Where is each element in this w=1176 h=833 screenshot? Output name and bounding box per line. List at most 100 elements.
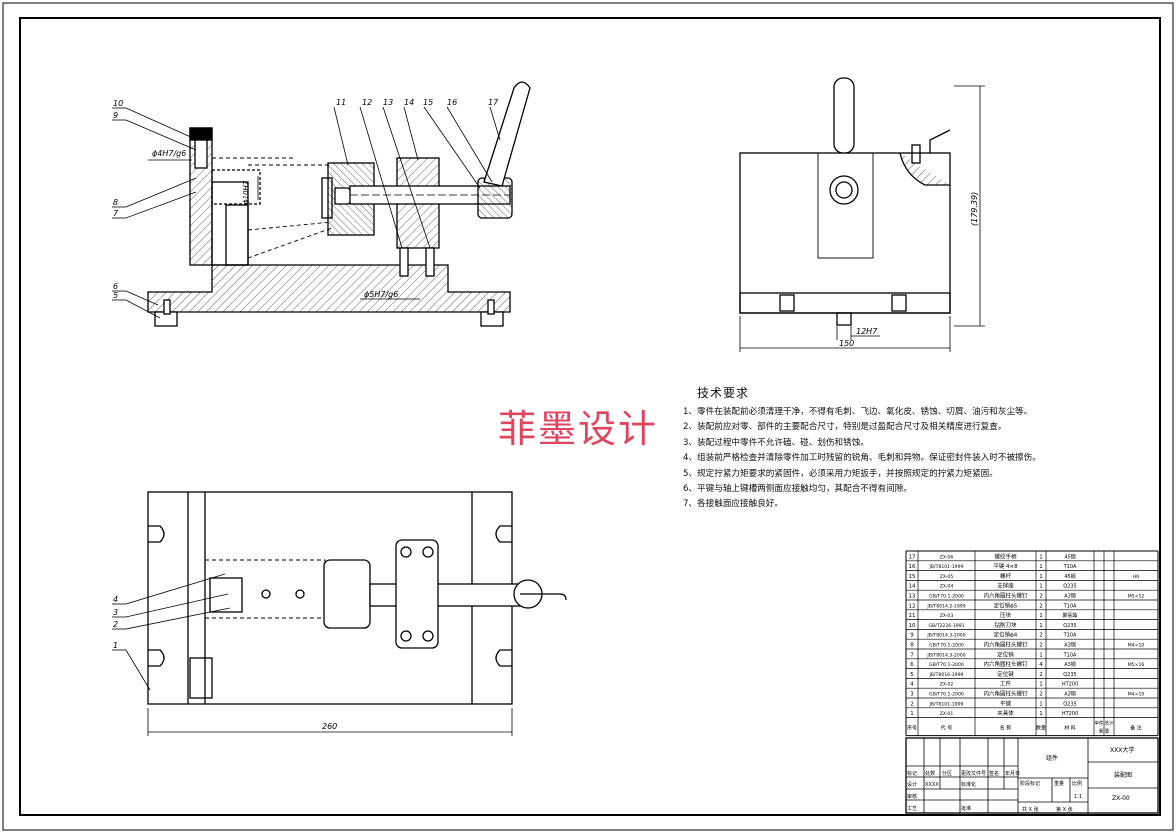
bom-row-no: 17 — [909, 554, 916, 560]
bom-header-name: 名 称 — [1000, 725, 1012, 732]
bom-row-qty: 1 — [1039, 613, 1043, 619]
tb-drawing-name: 装配图 — [1114, 771, 1132, 779]
callout-15: 15 — [423, 98, 433, 107]
bom-row-name: 平键 — [1000, 699, 1012, 707]
tech-req-line-4: 4、组装前严格检查并清除零件加工时残留的锐角、毛刺和异物。保证密封件装入时不被擦… — [683, 453, 1041, 464]
bom-row-material: T10A — [1063, 564, 1077, 570]
bom-row-code: GB/T70.1-2000 — [929, 662, 964, 668]
callout-14: 14 — [404, 98, 414, 107]
tech-req-line-3: 3、装配过程中零件不允许磕、碰、划伤和锈蚀。 — [683, 437, 869, 448]
bom-row-no: 10 — [909, 623, 916, 629]
bom-row-name: 螺杆 — [1000, 572, 1012, 580]
bom-row-name: 工件 — [1000, 680, 1012, 688]
bom-row-qty: 2 — [1039, 692, 1043, 698]
bom-row-qty: 2 — [1039, 594, 1043, 600]
bom-row-no: 12 — [909, 603, 916, 609]
bom-row-no: 8 — [910, 643, 914, 649]
plan-view — [147, 491, 567, 705]
inner-frame — [19, 17, 1161, 816]
bom-header-no: 序号 — [907, 725, 917, 732]
bom-row-no: 11 — [909, 613, 916, 619]
callout-13: 13 — [383, 98, 393, 107]
bom-row-qty: 1 — [1039, 711, 1043, 717]
bom-row-no: 16 — [909, 564, 916, 570]
callout-17: 17 — [488, 98, 499, 107]
bom-row-note: M4×10 — [1128, 643, 1145, 649]
bom-row-no: 14 — [909, 584, 916, 590]
bom-row-code: GB/T70.1-2000 — [929, 692, 964, 698]
tb-material: 组件 — [1046, 754, 1058, 762]
tb-school: XXX大学 — [1110, 746, 1134, 754]
bom-header-single: 单件 — [1095, 720, 1104, 727]
bom-row-code: GB/T70.1-2000 — [929, 594, 964, 600]
dim-width-side: 150 — [839, 339, 854, 348]
bom-row-material: A3钢 — [1064, 642, 1076, 649]
bom-row-material: HT200 — [1062, 711, 1078, 717]
tb-process: 工艺 — [907, 806, 917, 812]
bom-row-no: 4 — [910, 682, 914, 688]
bom-row-name: 夹具体 — [997, 709, 1014, 717]
bom-row-qty: 1 — [1039, 574, 1043, 580]
bom-row-qty: 2 — [1039, 633, 1043, 639]
callout-7: 7 — [113, 209, 119, 218]
bom-row-no: 13 — [909, 594, 916, 600]
bom-row-material: 聚氨酯 — [1062, 612, 1077, 619]
bom-row-name: 内六角圆柱头螺钉 — [983, 641, 1028, 649]
bom-row-code: ZX-06 — [940, 554, 954, 560]
bom-row-code: ZX-03 — [940, 613, 954, 619]
bom-row-code: JB/T8014.3-2000 — [926, 633, 965, 639]
bom-row-name: 定位销 — [997, 650, 1014, 658]
tb-count: 处数 — [925, 770, 935, 777]
fit-lower: ϕ5H7/g6 — [364, 290, 398, 299]
tb-review: 审核 — [907, 793, 917, 800]
bom-row-qty: 1 — [1039, 564, 1043, 570]
callout-11: 11 — [336, 98, 346, 107]
bom-row-material: 45钢 — [1064, 553, 1075, 560]
side-view — [739, 77, 951, 326]
bom-header-total: 总计 — [1105, 720, 1114, 727]
bom-row-material: Q235 — [1063, 672, 1076, 678]
tb-zone: 分区 — [942, 770, 952, 777]
tech-req-line-7: 7、各接触面应接触良好。 — [683, 499, 783, 510]
callout-6: 6 — [113, 282, 118, 291]
technical-requirements: 技术要求 1、零件在装配前必须清理干净，不得有毛刺、飞边、氧化皮、锈蚀、切屑、油… — [683, 384, 1123, 513]
bom-row-name: 内六角圆柱头螺钉 — [983, 690, 1028, 698]
bom-row-code: JB/T8101-1999 — [929, 701, 964, 707]
front-callouts — [112, 106, 501, 319]
bom-row-note: M4×10 — [1128, 692, 1145, 698]
bom-header-material: 材 料 — [1064, 725, 1076, 732]
bom-row-code: JB/T8014.2-1999 — [926, 603, 965, 609]
bom-row-name: 螺纹手柄 — [994, 552, 1017, 560]
bom-row-name: 定位销ϕ5 — [994, 601, 1018, 609]
bom-header-note: 备 注 — [1130, 725, 1142, 732]
watermark-text: 菲墨设计 — [498, 407, 659, 451]
bom-row-name: 内六角圆柱头螺钉 — [983, 592, 1028, 600]
bom-row-no: 15 — [909, 574, 916, 580]
tb-date: 年月日 — [1005, 770, 1020, 777]
bom-row-code: JB/T8101-1999 — [929, 564, 964, 570]
bom-row-name: 内六角圆柱头螺钉 — [983, 660, 1028, 668]
tb-weight: 重量 — [1054, 780, 1064, 787]
dim-height-side: (179.39) — [970, 192, 979, 226]
bom-row-material: A3钢 — [1064, 593, 1076, 600]
bom-row-note: M5×16 — [1128, 662, 1145, 668]
bom-row-no: 2 — [910, 701, 914, 707]
tb-designer: XXXX — [925, 782, 939, 788]
bom-row-no: 3 — [910, 692, 914, 698]
bom-row-qty: 1 — [1039, 623, 1043, 629]
callout-5: 5 — [113, 291, 118, 300]
bom-row-material: Q235 — [1063, 701, 1076, 707]
tech-req-line-5: 5、规定拧紧力矩要求的紧固件，必须采用力矩扳手，并按照规定的拧紧力矩紧固。 — [683, 468, 998, 479]
bom-row-code: JB/T8016-1999 — [929, 672, 964, 678]
fit-small: ϕ10H7 — [242, 180, 250, 204]
tb-std: 标准化 — [961, 781, 976, 788]
bom-row-qty: 4 — [1039, 662, 1043, 668]
bom-row-material: T10A — [1063, 652, 1077, 658]
bom-row-material: 45钢 — [1064, 573, 1075, 580]
bom-row-qty: 2 — [1039, 603, 1043, 609]
bom-row-name: 支撑座 — [997, 582, 1014, 590]
bom-row-code: GB/T70.1-2000 — [929, 643, 964, 649]
bom-row-no: 9 — [910, 633, 914, 639]
bom-row-no: 5 — [910, 672, 914, 678]
